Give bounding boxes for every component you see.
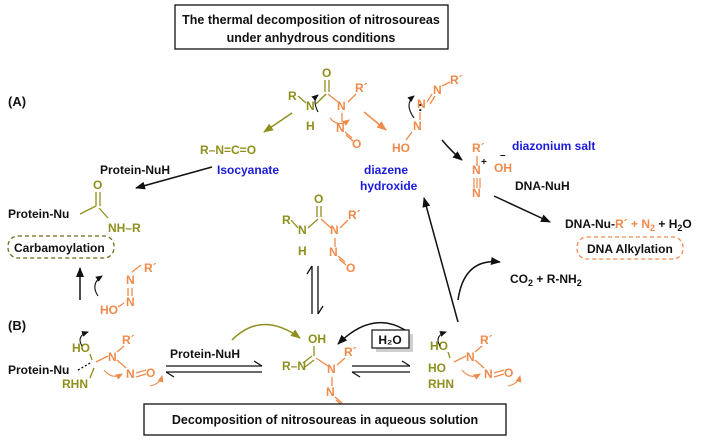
svg-text:N: N bbox=[326, 385, 335, 399]
svg-text:N: N bbox=[413, 119, 422, 133]
isocyanate-formula: R–N=C=O bbox=[200, 143, 256, 157]
svg-text:N: N bbox=[126, 295, 135, 309]
svg-text:N: N bbox=[126, 273, 135, 287]
svg-text:Protein-Nu: Protein-Nu bbox=[8, 363, 69, 377]
svg-text:N: N bbox=[298, 223, 307, 237]
diazonium-salt: R´ N + N – OH bbox=[472, 141, 512, 200]
tetrahedral-intermediate-right: HO HO RHN N R´ N O bbox=[428, 331, 522, 391]
svg-text:R: R bbox=[282, 213, 291, 227]
svg-text:R´: R´ bbox=[344, 345, 357, 359]
svg-text:N: N bbox=[417, 97, 426, 111]
svg-text:N: N bbox=[336, 121, 345, 135]
svg-text::: : bbox=[418, 98, 423, 114]
svg-text:R´: R´ bbox=[348, 208, 361, 222]
svg-text:R: R bbox=[288, 89, 297, 103]
svg-text:H: H bbox=[298, 244, 307, 258]
svg-text:H: H bbox=[306, 119, 315, 133]
svg-text:N: N bbox=[306, 99, 315, 113]
diazene-hydroxide-left: R´ N N HO bbox=[100, 261, 157, 317]
svg-text:Protein-Nu: Protein-Nu bbox=[8, 207, 69, 221]
svg-text:HO: HO bbox=[72, 341, 90, 355]
svg-text:O: O bbox=[504, 366, 513, 380]
svg-text:O: O bbox=[352, 137, 361, 151]
isocyanate-label: Isocyanate bbox=[217, 163, 279, 177]
protein-nuh-bottom: Protein-NuH bbox=[170, 347, 240, 361]
svg-text:N: N bbox=[330, 223, 339, 237]
svg-text:N: N bbox=[484, 367, 493, 381]
svg-text:N: N bbox=[472, 163, 481, 177]
svg-text:HO: HO bbox=[392, 141, 410, 155]
bottom-title-box: Decomposition of nitrosoureas in aqueous… bbox=[143, 403, 507, 436]
svg-text:HO: HO bbox=[428, 361, 446, 375]
nitrosourea-top: R N H O N R´ N O bbox=[288, 66, 368, 151]
top-title-line2: under anhydrous conditions bbox=[227, 31, 396, 45]
svg-text:OH: OH bbox=[494, 161, 512, 175]
svg-text:NH–R: NH–R bbox=[108, 221, 141, 235]
imidic-acid-intermediate: R–N OH N R´ N O bbox=[282, 332, 357, 415]
diazonium-label: diazonium salt bbox=[512, 139, 595, 153]
carbamoylation-label: Carbamoylation bbox=[14, 241, 105, 255]
protein-nuh-top: Protein-NuH bbox=[100, 163, 170, 177]
svg-text:HO: HO bbox=[430, 339, 448, 353]
top-title-box: The thermal decomposition of nitrosourea… bbox=[174, 4, 449, 50]
svg-text:R–N: R–N bbox=[282, 359, 306, 373]
tetrahedral-intermediate-left: Protein-Nu HO RHN N R´ N O bbox=[8, 331, 164, 391]
svg-text:N: N bbox=[472, 186, 481, 200]
svg-text:R´: R´ bbox=[450, 73, 463, 87]
hydroxide-label: hydroxide bbox=[360, 179, 418, 193]
svg-text:O: O bbox=[146, 366, 155, 380]
svg-text:N: N bbox=[337, 99, 346, 113]
svg-text:RHN: RHN bbox=[62, 377, 88, 391]
dna-alkylation-label: DNA Alkylation bbox=[587, 242, 673, 256]
svg-text:R´: R´ bbox=[472, 141, 485, 155]
svg-text:R´: R´ bbox=[144, 261, 157, 275]
svg-text:–: – bbox=[500, 150, 506, 161]
svg-text:HO: HO bbox=[100, 303, 118, 317]
svg-text:N: N bbox=[126, 367, 135, 381]
nitrosourea-middle: R N H O N R´ N O bbox=[282, 192, 361, 275]
dna-nuh: DNA-NuH bbox=[515, 179, 570, 193]
svg-text:R´: R´ bbox=[355, 81, 368, 95]
diazene-hydroxide-top: : N N R´ N HO bbox=[392, 73, 463, 155]
dna-products: DNA-Nu-R´ + N2 + H2O bbox=[565, 217, 692, 233]
svg-text:OH: OH bbox=[308, 332, 326, 346]
svg-text:+: + bbox=[481, 157, 487, 168]
svg-text:N: N bbox=[466, 350, 475, 364]
svg-text:RHN: RHN bbox=[428, 377, 454, 391]
panel-b-label: (B) bbox=[8, 318, 26, 333]
svg-text:N: N bbox=[433, 83, 442, 97]
carbamoylated-protein: Protein-Nu O NH–R bbox=[8, 178, 141, 235]
svg-text:R´: R´ bbox=[480, 333, 493, 347]
bottom-title: Decomposition of nitrosoureas in aqueous… bbox=[172, 413, 478, 427]
svg-text:O: O bbox=[346, 261, 355, 275]
panel-a-label: (A) bbox=[8, 94, 26, 109]
co2-amine: CO2 + R-NH2 bbox=[510, 272, 582, 288]
svg-text:N: N bbox=[108, 350, 117, 364]
svg-text:N: N bbox=[327, 362, 336, 376]
svg-text:N: N bbox=[329, 245, 338, 259]
water-label: H₂O bbox=[378, 333, 401, 347]
svg-text:R´: R´ bbox=[122, 333, 135, 347]
top-title-line1: The thermal decomposition of nitrosourea… bbox=[182, 13, 440, 27]
svg-text:O: O bbox=[322, 66, 331, 80]
svg-text:O: O bbox=[314, 192, 323, 206]
svg-text:O: O bbox=[93, 178, 102, 192]
diazene-label: diazene bbox=[364, 163, 408, 177]
